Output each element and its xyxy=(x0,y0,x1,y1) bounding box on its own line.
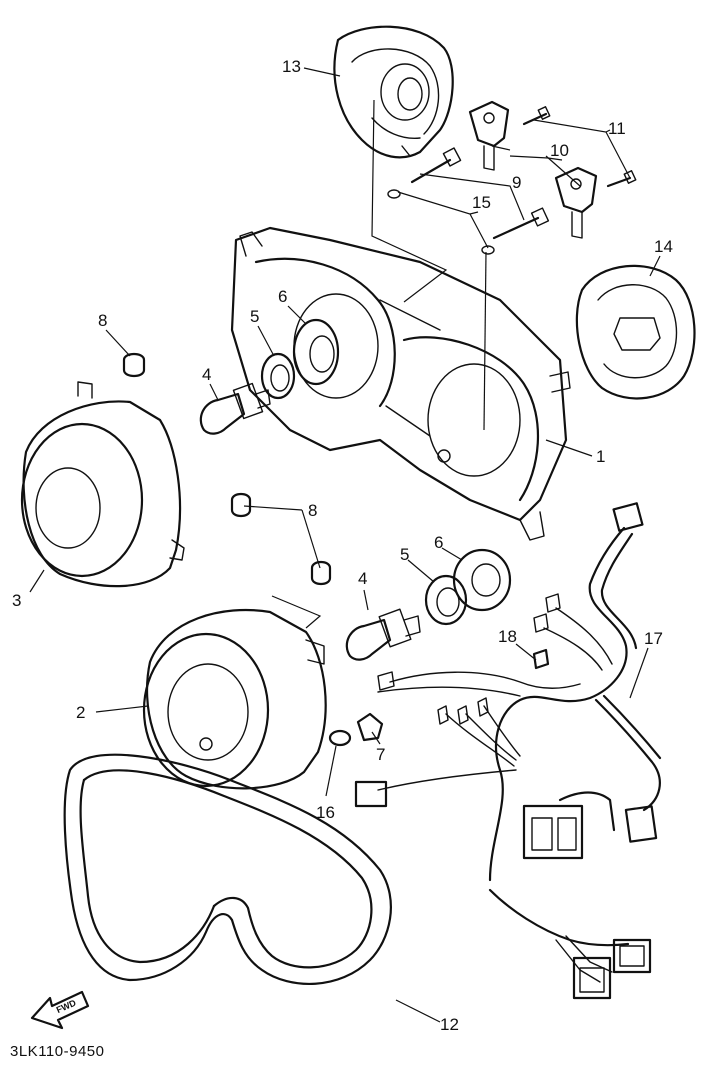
part-8-cushion-lower xyxy=(310,560,332,586)
callout-14: 14 xyxy=(654,237,673,256)
callout-6-lower: 6 xyxy=(434,533,443,552)
callout-9: 9 xyxy=(512,173,521,192)
callout-3: 3 xyxy=(12,591,21,610)
part-4-bulb-lower xyxy=(345,608,421,661)
callout-13: 13 xyxy=(282,57,301,76)
part-5-ring-lower xyxy=(424,574,468,626)
part-13-rear-cover xyxy=(333,25,454,159)
diagram-code: 3LK110-9450 xyxy=(10,1043,104,1060)
part-6-socket-lower xyxy=(452,548,512,612)
callout-1: 1 xyxy=(596,447,605,466)
connector-terminals xyxy=(377,593,561,725)
part-9-bolt-lower xyxy=(492,207,550,240)
connector-bottom-right xyxy=(612,938,652,974)
callout-15: 15 xyxy=(472,193,491,212)
part-10-bracket-upper xyxy=(468,100,510,171)
part-11-screw-lower xyxy=(606,170,637,188)
callout-10: 10 xyxy=(550,141,569,160)
callout-17: 17 xyxy=(644,629,663,648)
connector-left xyxy=(354,780,388,808)
callout-11: 11 xyxy=(608,119,626,138)
leader-lines xyxy=(29,67,661,1023)
callout-8-upper: 8 xyxy=(98,311,107,330)
callout-18: 18 xyxy=(498,627,517,646)
part-14-rear-cover xyxy=(575,264,696,400)
part-10-bracket-lower xyxy=(554,166,598,239)
callout-2: 2 xyxy=(76,703,85,722)
part-2-headlight-lower xyxy=(142,608,327,790)
callout-12: 12 xyxy=(440,1015,459,1034)
part-17-wire-harness xyxy=(377,526,662,983)
callout-4-lower: 4 xyxy=(358,569,367,588)
part-9-bolt-upper xyxy=(410,147,462,184)
forward-arrow-icon xyxy=(30,990,90,1030)
part-15-ring-right xyxy=(481,245,495,255)
connector-center xyxy=(522,804,584,860)
callout-7: 7 xyxy=(376,745,385,764)
callout-5-lower: 5 xyxy=(400,545,409,564)
connector-right xyxy=(624,805,658,843)
part-8-cushion-upper xyxy=(122,352,146,378)
callout-16: 16 xyxy=(316,803,335,822)
connector-top xyxy=(612,502,644,532)
part-8-cushion-middle xyxy=(230,492,252,518)
callout-8-lower: 8 xyxy=(308,501,317,520)
part-15-ring-left xyxy=(387,189,401,199)
callout-4-upper: 4 xyxy=(202,365,211,384)
part-11-screw-upper xyxy=(522,106,551,126)
part-1-housing xyxy=(230,226,571,541)
part-16-grommet xyxy=(328,729,352,747)
callout-6-upper: 6 xyxy=(278,287,287,306)
connector-bottom-left xyxy=(572,956,612,1000)
part-12-rim xyxy=(63,753,392,985)
part-6-socket-upper xyxy=(292,318,340,386)
part-3-headlight-upper xyxy=(20,381,185,588)
part-4-bulb-upper xyxy=(199,382,271,435)
callout-5-upper: 5 xyxy=(250,307,259,326)
part-7-position-bulb xyxy=(356,712,384,742)
part-5-ring-upper xyxy=(260,352,296,400)
part-18-clamp xyxy=(532,648,550,670)
